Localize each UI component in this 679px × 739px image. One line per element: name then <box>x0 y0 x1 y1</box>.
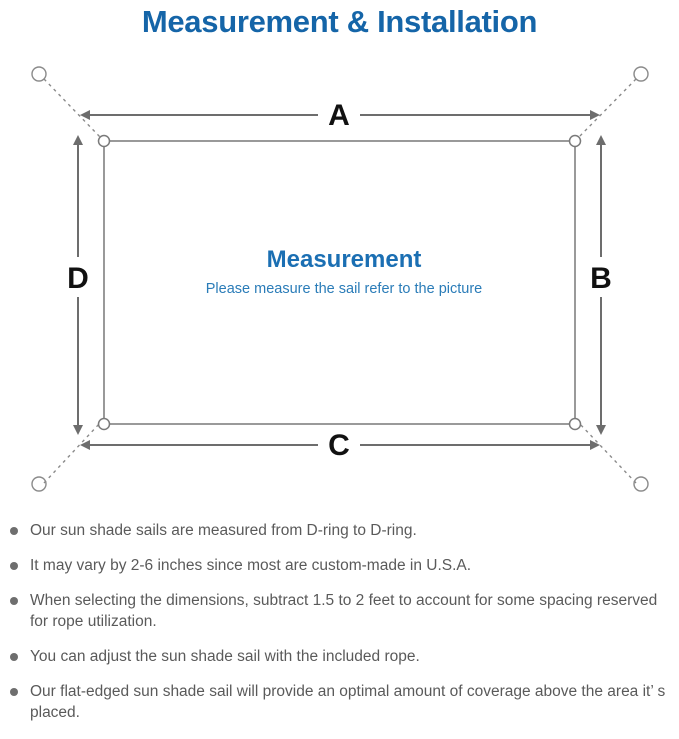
d-ring-top-left <box>97 134 111 148</box>
list-item: Our sun shade sails are measured from D-… <box>0 520 679 541</box>
d-ring-top-right <box>568 134 582 148</box>
list-item: It may vary by 2-6 inches since most are… <box>0 555 679 576</box>
anchor-point-bottom-right <box>633 476 649 492</box>
note-text: Our flat-edged sun shade sail will provi… <box>30 683 666 721</box>
d-ring-bottom-left <box>97 417 111 431</box>
bullet-icon <box>10 527 18 535</box>
dimension-label-b: B <box>590 262 612 295</box>
bullet-icon <box>10 653 18 661</box>
bullet-icon <box>10 688 18 696</box>
anchor-point-top-left <box>31 66 47 82</box>
sail-inner-title: Measurement <box>267 246 422 273</box>
bullet-icon <box>10 562 18 570</box>
sail-inner-subtitle: Please measure the sail refer to the pic… <box>206 281 482 297</box>
anchor-point-bottom-left <box>31 476 47 492</box>
d-rings <box>97 134 582 431</box>
list-item: You can adjust the sun shade sail with t… <box>0 646 679 667</box>
d-ring-bottom-right <box>568 417 582 431</box>
notes-list: Our sun shade sails are measured from D-… <box>0 520 679 737</box>
list-item: When selecting the dimensions, subtract … <box>0 590 679 632</box>
dimension-label-c: C <box>328 429 350 462</box>
note-text: When selecting the dimensions, subtract … <box>30 592 658 630</box>
bullet-icon <box>10 597 18 605</box>
sail-body <box>103 140 576 425</box>
anchor-points <box>31 66 649 492</box>
dimension-label-d: D <box>67 262 89 295</box>
note-text: You can adjust the sun shade sail with t… <box>30 648 420 665</box>
page-title: Measurement & Installation <box>141 4 538 39</box>
note-text: Our sun shade sails are measured from D-… <box>30 522 417 539</box>
anchor-point-top-right <box>633 66 649 82</box>
list-item: Our flat-edged sun shade sail will provi… <box>0 681 679 723</box>
dimension-label-a: A <box>328 99 350 132</box>
note-text: It may vary by 2-6 inches since most are… <box>30 557 472 574</box>
shade-sail-measurement-diagram: A C D B Measurement Please measure the s… <box>0 45 679 515</box>
